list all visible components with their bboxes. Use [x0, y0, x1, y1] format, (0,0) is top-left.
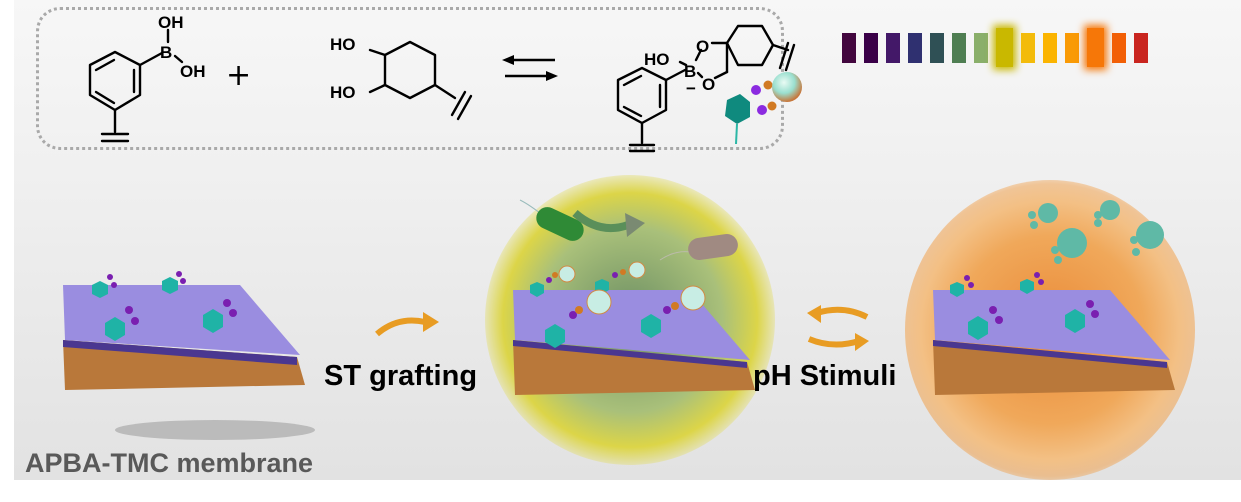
membrane-caption: APBA-TMC membrane [25, 448, 314, 478]
step1-label: ST grafting [324, 360, 478, 392]
repel-arrow-icon [572, 209, 645, 237]
atom-label: OH [158, 13, 184, 32]
ph-color-swatch [864, 32, 878, 63]
product-boronate-ester: HO B O O − [616, 24, 796, 153]
atom-label: O [702, 75, 715, 94]
bacterium-brown-icon [659, 234, 738, 261]
membrane-released [933, 272, 1175, 395]
ph-color-swatch [1065, 32, 1079, 63]
bound-sugar-icon [725, 72, 802, 145]
ph-color-swatch [1043, 32, 1057, 63]
reactant-phenylboronic-acid: OH B OH [88, 13, 206, 143]
phenylboronic-ligand-icon [950, 272, 1099, 340]
plus-sign: + [226, 58, 252, 93]
bacterium-green-icon [519, 199, 584, 241]
charge-label: − [686, 79, 696, 98]
ph-color-swatch [1087, 28, 1104, 67]
grafting-arrow-icon [375, 312, 439, 337]
ph-color-swatch [1021, 32, 1035, 63]
ph-color-swatch [930, 32, 944, 63]
ph-color-swatch [908, 32, 922, 63]
atom-label: OH [180, 62, 206, 81]
ph-color-swatch [842, 32, 856, 63]
membrane-grafted [513, 261, 755, 395]
released-sugar-molecules [1028, 200, 1164, 264]
atom-label: B [160, 43, 172, 62]
atom-label: HO [644, 50, 670, 69]
phenylboronic-ligand-icon [92, 271, 237, 341]
ph-color-swatch [952, 32, 966, 63]
atom-label: B [684, 62, 696, 81]
atom-label: O [696, 37, 709, 56]
ph-color-scale [842, 28, 1148, 67]
atom-label: HO [330, 83, 356, 102]
ph-color-swatch [886, 32, 900, 63]
bound-sugar-ligand-icon [530, 261, 706, 348]
step2-label: pH Stimuli [753, 360, 897, 392]
membrane-pristine [63, 271, 315, 440]
reactant-cyclohexanediol: HO HO [330, 35, 473, 121]
ph-color-swatch [1112, 32, 1126, 63]
ph-color-swatch [996, 28, 1013, 67]
atom-label: HO [330, 35, 356, 54]
ph-color-swatch [1134, 32, 1148, 63]
equilibrium-arrows [502, 55, 558, 81]
reversible-arrows-icon [807, 305, 869, 351]
ph-color-swatch [974, 32, 988, 63]
